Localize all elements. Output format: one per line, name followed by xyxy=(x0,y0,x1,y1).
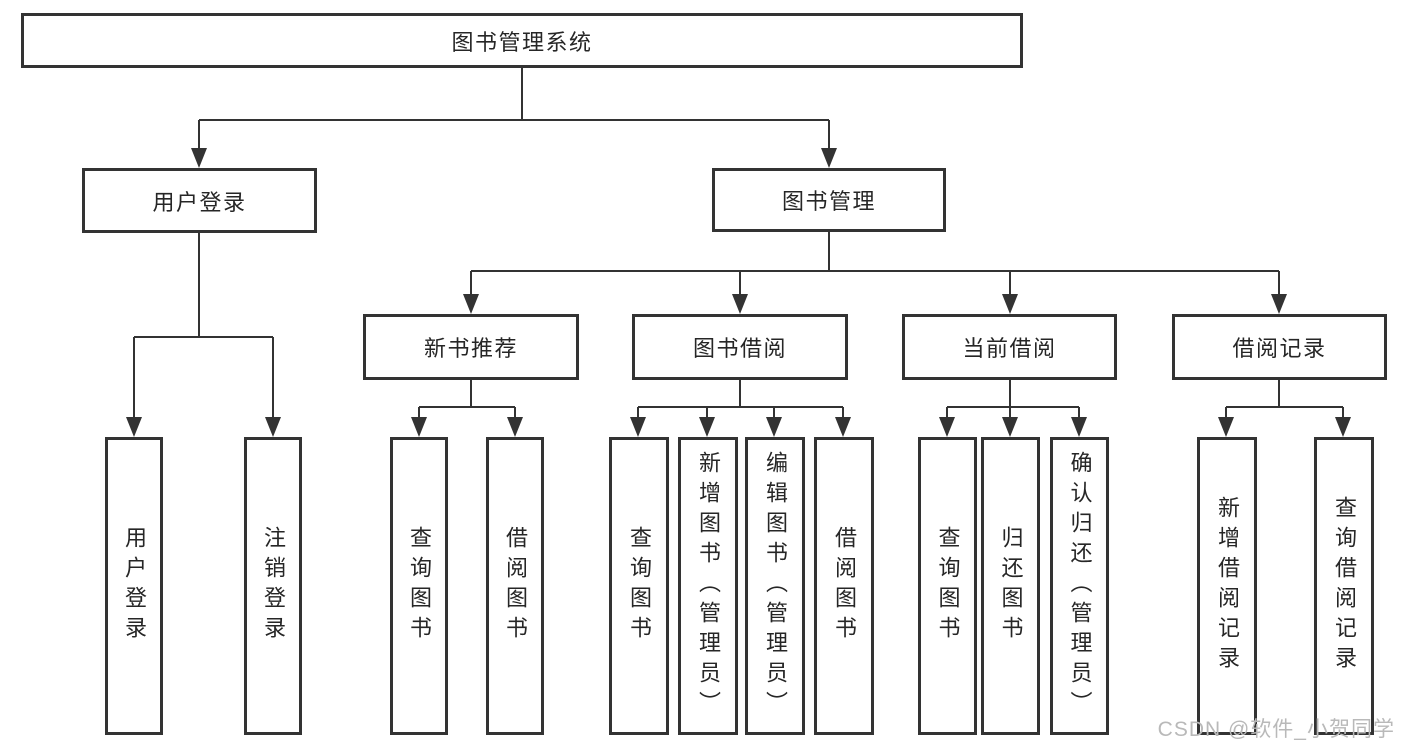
leaf-borrow-book-1-label: 借阅图书 xyxy=(503,526,528,646)
leaf-user-login: 用户登录 xyxy=(105,437,163,735)
node-borrow-record-label: 借阅记录 xyxy=(1232,336,1327,361)
leaf-add-borrow-record-label: 新增借阅记录 xyxy=(1215,496,1240,676)
node-library-management-system-label: 图书管理系统 xyxy=(451,29,593,55)
leaf-return-book-label: 归还图书 xyxy=(998,526,1024,646)
leaf-edit-book-admin: 编辑图书（管理员） xyxy=(745,437,805,735)
leaf-logout-label: 注销登录 xyxy=(261,526,286,646)
node-current-borrow-label: 当前借阅 xyxy=(962,336,1057,361)
leaf-return-book: 归还图书 xyxy=(981,437,1040,735)
leaf-query-book-1-label: 查询图书 xyxy=(407,526,432,646)
node-current-borrow: 当前借阅 xyxy=(902,314,1117,380)
leaf-borrow-book-2-label: 借阅图书 xyxy=(832,526,857,646)
leaf-add-borrow-record: 新增借阅记录 xyxy=(1197,437,1257,735)
leaf-confirm-return-admin-label: 确认归还（管理员） xyxy=(1067,451,1093,721)
leaf-logout: 注销登录 xyxy=(244,437,302,735)
leaf-query-book-2: 查询图书 xyxy=(609,437,669,735)
node-borrow-record: 借阅记录 xyxy=(1172,314,1387,380)
leaf-borrow-book-2: 借阅图书 xyxy=(814,437,874,735)
node-user-login-label: 用户登录 xyxy=(152,189,247,215)
leaf-borrow-book-1: 借阅图书 xyxy=(486,437,544,735)
leaf-query-book-3-label: 查询图书 xyxy=(935,526,961,646)
leaf-user-login-label: 用户登录 xyxy=(122,526,147,646)
leaf-add-book-admin: 新增图书（管理员） xyxy=(678,437,738,735)
leaf-edit-book-admin-label: 编辑图书（管理员） xyxy=(763,451,788,721)
node-user-login: 用户登录 xyxy=(82,168,317,233)
leaf-add-book-admin-label: 新增图书（管理员） xyxy=(696,451,721,721)
node-book-management-label: 图书管理 xyxy=(781,189,876,214)
node-library-management-system: 图书管理系统 xyxy=(21,13,1023,68)
node-book-borrow-label: 图书借阅 xyxy=(692,336,787,361)
node-new-book-recommend: 新书推荐 xyxy=(363,314,579,380)
leaf-query-book-1: 查询图书 xyxy=(390,437,448,735)
node-book-borrow: 图书借阅 xyxy=(632,314,848,380)
node-new-book-recommend-label: 新书推荐 xyxy=(423,336,518,361)
leaf-query-borrow-record-label: 查询借阅记录 xyxy=(1332,496,1357,676)
leaf-query-borrow-record: 查询借阅记录 xyxy=(1314,437,1374,735)
leaf-confirm-return-admin: 确认归还（管理员） xyxy=(1050,437,1109,735)
leaf-query-book-2-label: 查询图书 xyxy=(627,526,652,646)
leaf-query-book-3: 查询图书 xyxy=(918,437,977,735)
node-book-management: 图书管理 xyxy=(712,168,946,232)
